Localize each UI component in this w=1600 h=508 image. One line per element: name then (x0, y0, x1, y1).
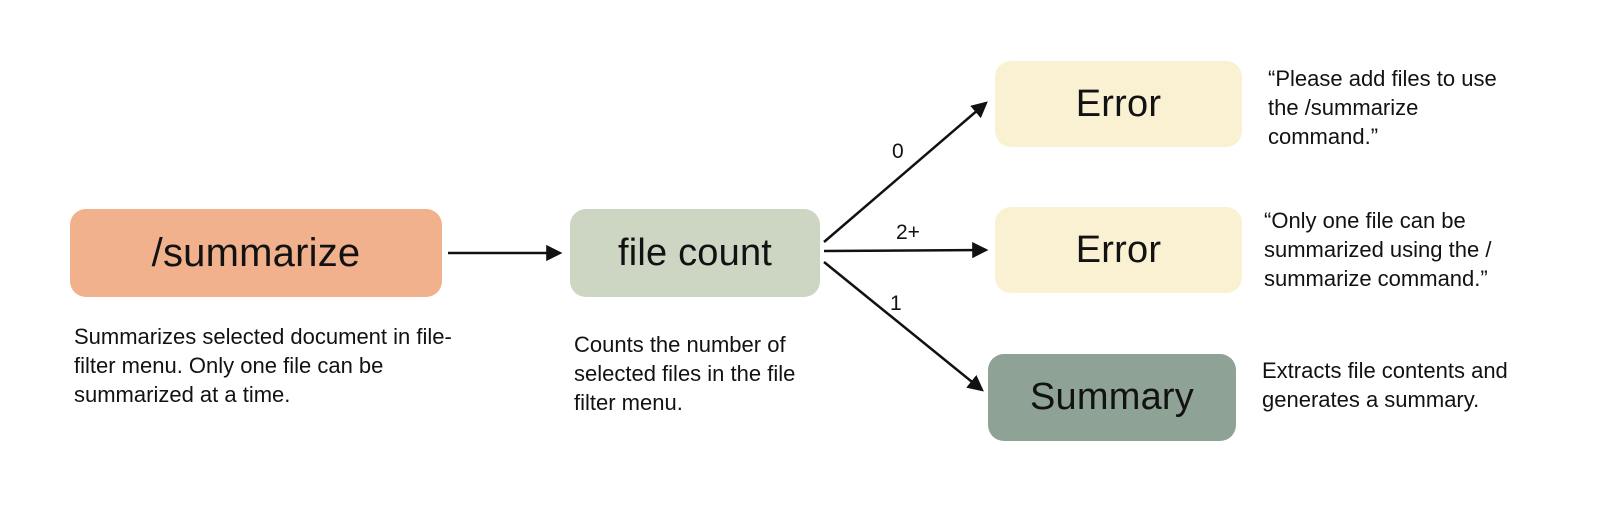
error-many-note: “Only one file can be summarized using t… (1264, 208, 1492, 292)
file-count-caption: Counts the number of selected files in t… (574, 332, 796, 416)
summarize-caption: Summarizes selected document in file-fil… (74, 324, 452, 408)
summary-note: Extracts file contents and generates a s… (1262, 358, 1508, 413)
node-file-count-label: file count (617, 231, 773, 274)
edge-filecount-to-error-many (823, 241, 989, 259)
node-error-many: Error (995, 207, 1242, 293)
node-error-many-label: Error (1075, 228, 1162, 271)
error-zero-note: “Please add files to use the /summarize … (1268, 66, 1497, 150)
node-file-count: file count (570, 209, 820, 297)
edge-label-zero: 0 (892, 140, 904, 163)
node-error-zero: Error (995, 61, 1242, 147)
node-summarize: /summarize (70, 209, 442, 297)
node-summary: Summary (988, 354, 1236, 441)
edge-label-many: 2+ (896, 221, 920, 244)
node-summarize-label: /summarize (151, 230, 361, 275)
edge-filecount-to-summary (823, 261, 984, 392)
node-error-zero-label: Error (1075, 82, 1162, 125)
node-summary-label: Summary (1030, 376, 1194, 418)
edge-label-one: 1 (890, 292, 902, 315)
